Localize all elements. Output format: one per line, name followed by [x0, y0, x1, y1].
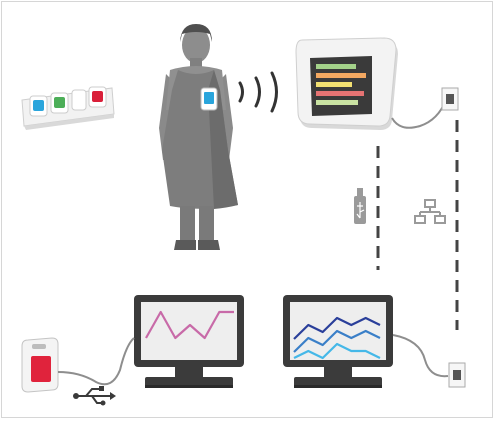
chart-left — [145, 310, 234, 340]
right-shoe — [198, 240, 220, 250]
left-shoe — [174, 240, 196, 250]
left-leg — [180, 206, 195, 242]
wireless-signal-icon — [238, 71, 278, 113]
rack-dosimeter-empty — [71, 89, 87, 111]
chart-right-series-3 — [293, 342, 381, 360]
hair — [180, 24, 212, 42]
dosimeter-rack — [21, 86, 115, 130]
display-bar-2 — [316, 73, 366, 78]
worn-dosimeter — [200, 87, 218, 111]
chart-right-series-2 — [293, 329, 381, 353]
chart-right-series-1 — [293, 316, 381, 340]
display-bar-3 — [316, 82, 352, 87]
display-cable — [391, 99, 447, 129]
wall-socket-bottom — [448, 362, 466, 388]
display-bar-4 — [316, 91, 364, 96]
display-bar-5 — [316, 100, 358, 105]
right-leg — [199, 206, 214, 242]
wall-display — [295, 37, 398, 130]
wall-socket-top — [441, 87, 459, 111]
rack-dosimeter-blue — [29, 95, 48, 117]
monitor-network-cable — [392, 334, 449, 378]
usb-symbol-icon — [73, 386, 116, 406]
monitor-left — [134, 295, 244, 388]
chart-left-series-1 — [145, 310, 234, 340]
usb-drive-icon — [354, 188, 366, 224]
monitor-left-screen — [141, 302, 237, 360]
monitor-right — [283, 295, 393, 388]
reader-red-panel — [31, 356, 51, 382]
display-bar-1 — [316, 64, 356, 69]
rack-dosimeter-red — [88, 86, 107, 108]
chart-right — [293, 316, 381, 360]
dosimeter-reader — [21, 337, 59, 393]
rack-dosimeter-green — [50, 92, 69, 114]
network-icon — [414, 199, 446, 224]
staff-person — [159, 24, 238, 250]
display-bars — [316, 64, 366, 105]
reader-usb-cable — [57, 337, 135, 386]
